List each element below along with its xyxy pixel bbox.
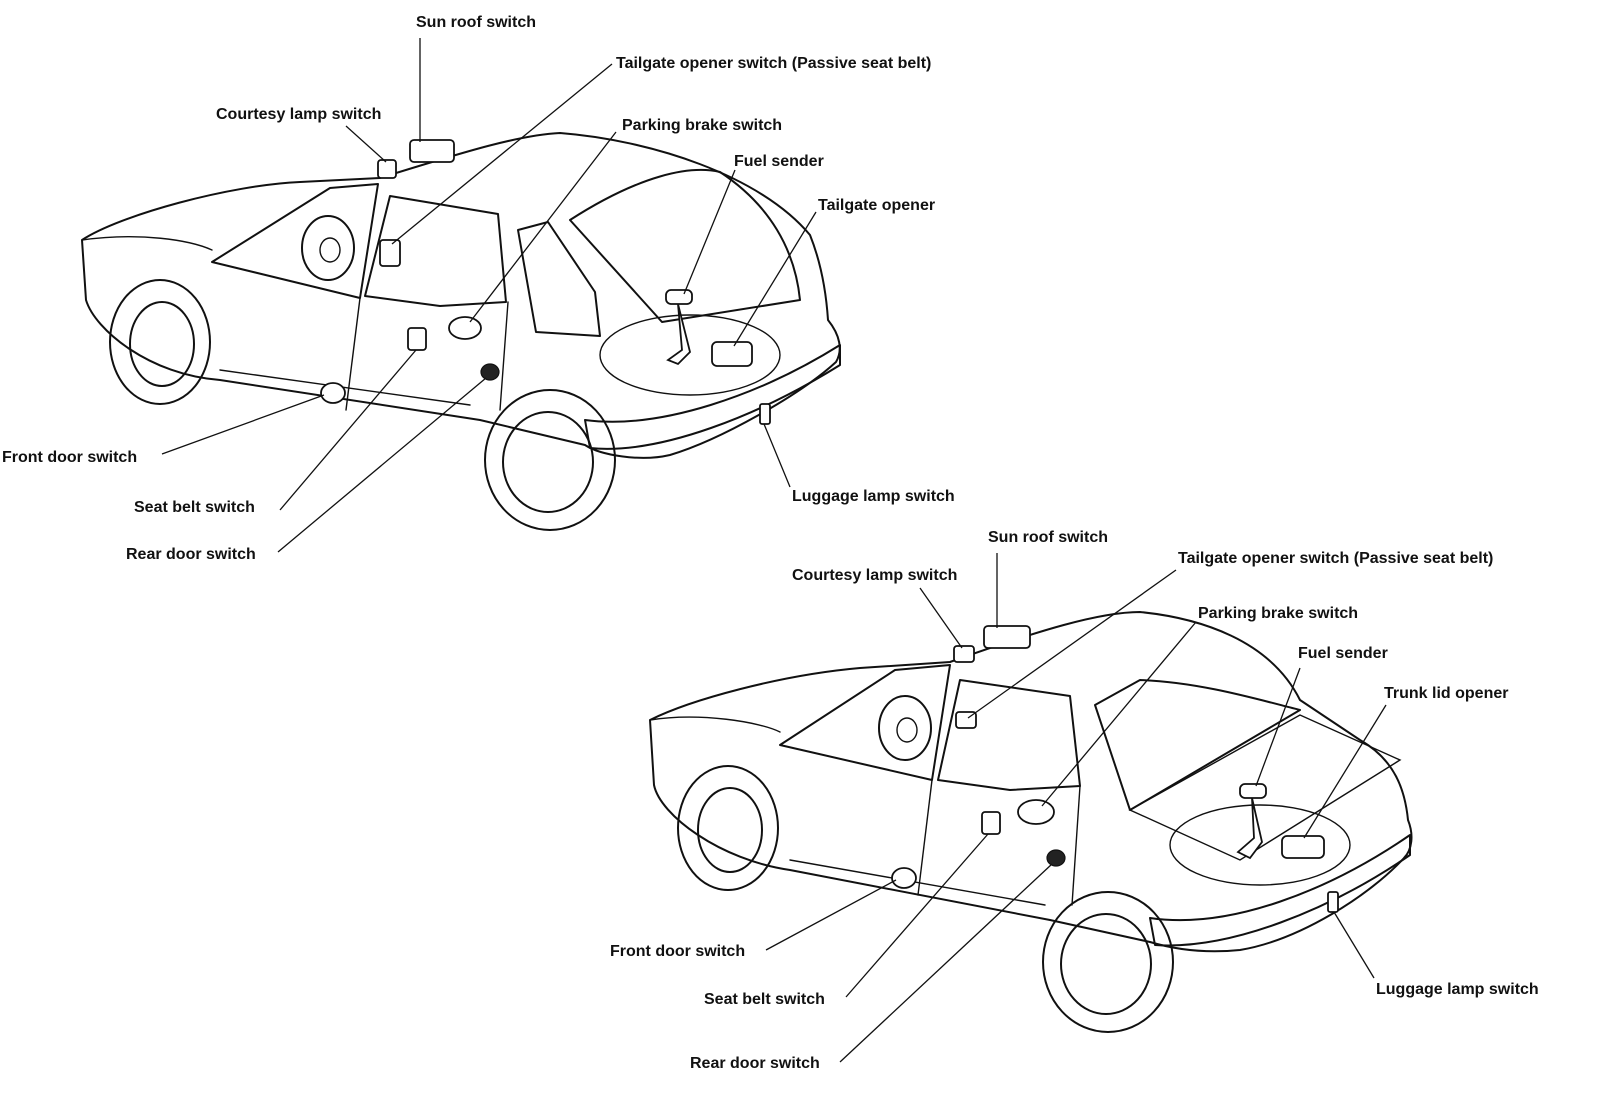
- hatchback-leader-luggage: [763, 423, 791, 488]
- hatchback-leader-front-door: [161, 394, 325, 455]
- hatchback-leader-tailgate-switch: [391, 63, 613, 245]
- hatchback-sill: [219, 369, 471, 406]
- sedan-door-line-front: [917, 779, 933, 896]
- hatchback-leader-parking-brake: [469, 131, 617, 323]
- sedan-label-tailgate-opener-switch: Tailgate opener switch (Passive seat bel…: [1178, 550, 1494, 567]
- hatchback-rear-door-part: [480, 363, 500, 381]
- hatchback-label-front-door-switch: Front door switch: [2, 449, 138, 466]
- hatchback-rear-side-window: [517, 221, 601, 337]
- hatchback-front-window: [364, 195, 507, 307]
- hatchback-leader-seat-belt: [279, 349, 417, 511]
- sedan-parking-brake-part: [1017, 799, 1055, 825]
- hatchback-label-luggage-lamp-switch: Luggage lamp switch: [792, 488, 955, 505]
- hatchback-luggage-lamp-part: [759, 403, 771, 425]
- hatchback-hood-line: [81, 236, 213, 251]
- sedan-body-outline: [649, 611, 1413, 953]
- sedan-leader-front-door: [765, 879, 897, 951]
- hatchback-door-line-front: [345, 297, 361, 411]
- hatchback-rear-wheel: [484, 389, 616, 531]
- hatchback-rear-bumper: [584, 344, 841, 450]
- sedan-leader-tailgate-switch: [967, 569, 1177, 719]
- sedan-leader-luggage: [1333, 911, 1375, 979]
- sedan-car: [649, 553, 1413, 1063]
- hatchback-body-outline: [81, 132, 841, 459]
- hatchback-windshield: [211, 183, 379, 299]
- hatchback-front-door-part: [320, 382, 346, 404]
- sedan-steering-hub: [896, 717, 918, 743]
- hatchback-parking-brake-part: [448, 316, 482, 340]
- hatchback-label-parking-brake-switch: Parking brake switch: [622, 117, 783, 134]
- hatchback-leader-courtesy: [345, 125, 387, 163]
- hatchback-fuel-sender-arm: [666, 303, 691, 366]
- hatchback-cargo-floor: [599, 314, 781, 396]
- sedan-trunk-lid: [1128, 714, 1402, 861]
- sedan-label-sun-roof-switch: Sun roof switch: [988, 529, 1108, 546]
- hatchback-label-sun-roof-switch: Sun roof switch: [416, 14, 536, 31]
- sedan-windshield: [779, 664, 951, 781]
- hatchback-label-seat-belt-switch: Seat belt switch: [134, 499, 255, 516]
- hatchback-label-fuel-sender: Fuel sender: [734, 153, 824, 170]
- sedan-seat-belt-part: [981, 811, 1001, 835]
- sedan-leader-fuel-sender: [1255, 667, 1301, 787]
- hatchback-sun-roof-part: [409, 139, 455, 163]
- hatchback-seat-belt-part: [407, 327, 427, 351]
- sedan-leader-parking-brake: [1041, 621, 1197, 807]
- hatchback-label-rear-door-switch: Rear door switch: [126, 546, 256, 563]
- sedan-label-seat-belt-switch: Seat belt switch: [704, 991, 825, 1008]
- hatchback-leader-rear-door: [277, 377, 487, 553]
- sedan-luggage-lamp-part: [1327, 891, 1339, 913]
- hatchback-leader-fuel-sender: [683, 169, 736, 295]
- sedan-label-luggage-lamp-switch: Luggage lamp switch: [1376, 981, 1539, 998]
- hatchback-label-courtesy-lamp-switch: Courtesy lamp switch: [216, 106, 382, 123]
- sedan-leader-rear-door: [839, 863, 1053, 1063]
- sedan-rear-door-part: [1046, 849, 1066, 867]
- sedan-label-fuel-sender: Fuel sender: [1298, 645, 1388, 662]
- sedan-fuel-sender-part: [1239, 783, 1267, 799]
- sedan-courtesy-lamp-part: [953, 645, 975, 663]
- hatchback-tailgate-switch-part: [379, 239, 401, 267]
- hatchback-rear-glass: [569, 169, 801, 323]
- sedan-rear-wheel: [1042, 891, 1174, 1033]
- hatchback-courtesy-lamp-part: [377, 159, 397, 179]
- sedan-door-line-rear: [1071, 785, 1081, 906]
- hatchback-front-wheel: [109, 279, 211, 405]
- sedan-leader-trunk-opener: [1303, 704, 1387, 839]
- sedan-sun-roof-part: [983, 625, 1031, 649]
- hatchback-leader-tailgate-opener: [733, 211, 817, 347]
- sedan-trunk-opener-part: [1281, 835, 1325, 859]
- sedan-rear-side-window: [1094, 679, 1301, 811]
- sedan-rear-bumper: [1149, 834, 1411, 947]
- sedan-leader-seat-belt: [845, 833, 989, 998]
- hatchback-car: [81, 38, 841, 553]
- hatchback-label-tailgate-opener: Tailgate opener: [818, 197, 936, 214]
- sedan-front-wheel: [677, 765, 779, 891]
- sedan-label-front-door-switch: Front door switch: [610, 943, 746, 960]
- sedan-trunk-floor: [1169, 804, 1351, 886]
- hatchback-tailgate-opener-part: [711, 341, 753, 367]
- hatchback-steering-hub: [319, 237, 341, 263]
- sedan-steering-wheel: [878, 695, 932, 761]
- sedan-front-window: [937, 679, 1081, 791]
- sedan-label-trunk-lid-opener: Trunk lid opener: [1384, 685, 1509, 702]
- sedan-label-courtesy-lamp-switch: Courtesy lamp switch: [792, 567, 958, 584]
- sedan-label-rear-door-switch: Rear door switch: [690, 1055, 820, 1072]
- sedan-label-parking-brake-switch: Parking brake switch: [1198, 605, 1359, 622]
- hatchback-steering-wheel: [301, 215, 355, 281]
- hatchback-door-line-rear: [499, 301, 509, 411]
- sedan-fuel-sender-arm: [1236, 797, 1263, 860]
- sedan-hood-line: [649, 716, 781, 733]
- sedan-sill: [789, 859, 1046, 906]
- hatchback-fuel-sender-part: [665, 289, 693, 305]
- hatchback-label-tailgate-opener-switch: Tailgate opener switch (Passive seat bel…: [616, 55, 932, 72]
- sedan-leader-courtesy: [919, 587, 963, 649]
- sedan-front-door-part: [891, 867, 917, 889]
